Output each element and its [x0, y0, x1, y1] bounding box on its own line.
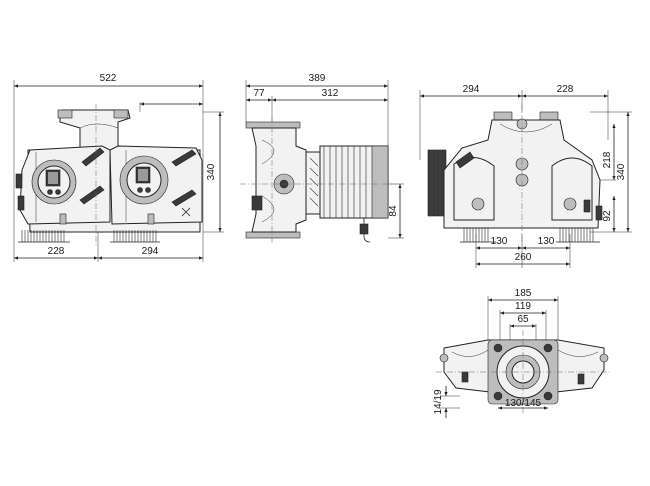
side-view: 389 77 312 84 — [240, 73, 404, 244]
dim-side-motor: 312 — [322, 88, 339, 99]
dim-front-height: 340 — [206, 163, 217, 180]
dim-rear-foot-span: 260 — [515, 252, 532, 263]
base-view: 185 119 65 130/145 14/19 — [433, 288, 612, 418]
rear-view: 294 228 340 218 92 130 130 260 — [419, 84, 632, 268]
dim-base-hole-spacing: 130/145 — [505, 398, 542, 409]
dim-base-hole-diameter: 14/19 — [433, 389, 444, 414]
dim-base-inner: 65 — [517, 314, 529, 325]
dim-side-length: 389 — [309, 73, 326, 84]
dim-rear-height: 340 — [616, 163, 627, 180]
dim-rear-axis-height: 92 — [602, 210, 613, 222]
dim-front-right: 294 — [142, 246, 159, 257]
dim-base-bolt-span: 119 — [515, 301, 531, 312]
front-view: 522 340 228 294 — [13, 73, 224, 262]
dim-front-left: 228 — [48, 246, 65, 257]
dim-rear-upper: 218 — [602, 151, 613, 168]
dim-side-axis-height: 84 — [388, 205, 399, 217]
dim-base-outer: 185 — [515, 288, 532, 299]
dim-rear-right: 228 — [557, 84, 574, 95]
dim-rear-right-foot: 130 — [538, 236, 555, 247]
dim-rear-left: 294 — [463, 84, 480, 95]
dim-side-flange: 77 — [253, 88, 265, 99]
dim-rear-left-foot: 130 — [491, 236, 508, 247]
dim-front-width: 522 — [100, 73, 117, 84]
